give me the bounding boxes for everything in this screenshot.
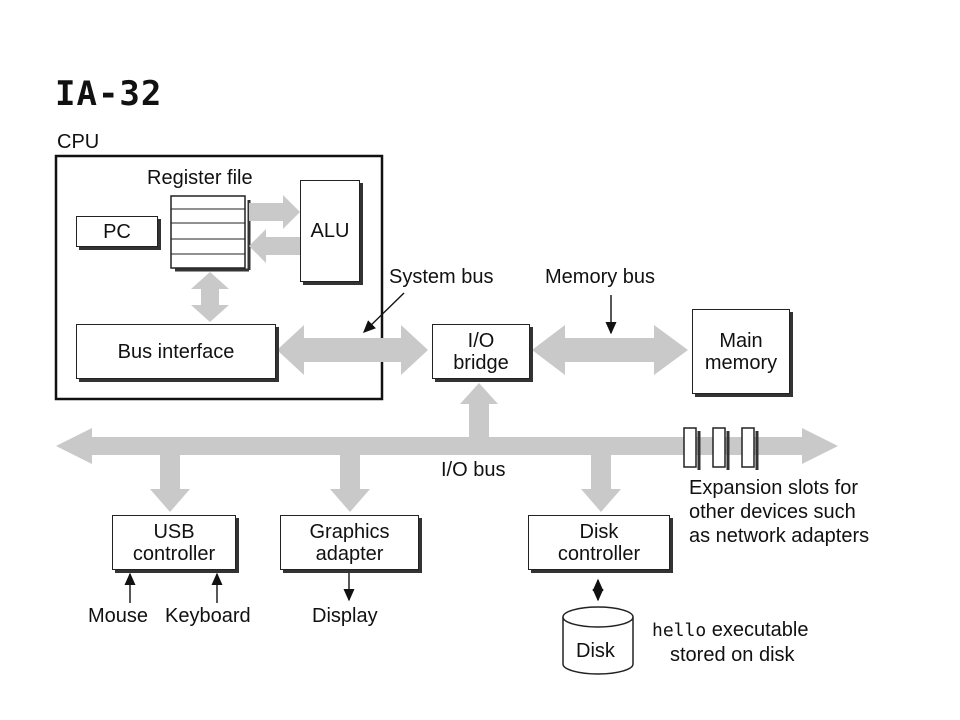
system-bus-label: System bus: [389, 266, 494, 288]
hello-note: hello executable stored on disk: [652, 618, 808, 667]
system-bus-arrow: [277, 325, 428, 375]
expansion-slots-label: Expansion slots for other devices such a…: [689, 476, 869, 548]
pc-box: PC: [76, 216, 158, 247]
usb-line1: USB: [153, 520, 195, 543]
disk-controller-line1: Disk: [579, 520, 619, 543]
hello-note-line2: stored on disk: [670, 644, 795, 666]
alu-label: ALU: [310, 220, 350, 242]
expansion-slot-icons: [683, 427, 755, 468]
usb-line2: controller: [132, 542, 216, 565]
graphics-down-arrow: [330, 453, 370, 512]
graphics-line1: Graphics: [309, 520, 390, 543]
hello-code: hello: [652, 620, 707, 641]
io-bus-label: I/O bus: [441, 459, 506, 481]
system-bus-pointer: [362, 292, 405, 333]
page-title: IA-32: [55, 74, 163, 114]
memory-bus-label: Memory bus: [545, 266, 656, 288]
usb-controller-box: USB controller: [112, 515, 236, 570]
bus-interface-box: Bus interface: [76, 324, 276, 379]
expansion-line3: as network adapters: [689, 525, 870, 547]
regfile-bus-interface-arrow: [191, 272, 229, 322]
disk-controller-down-arrow: [581, 453, 621, 512]
main-memory-line1: Main: [719, 329, 763, 352]
graphics-adapter-box: Graphics adapter: [280, 515, 419, 570]
main-memory-box: Main memory: [692, 309, 790, 394]
register-file-label: Register file: [147, 167, 253, 189]
disk-controller-line2: controller: [557, 542, 641, 565]
io-bus-arrow: [56, 428, 838, 464]
cpu-label: CPU: [57, 131, 100, 153]
io-bridge-line1: I/O: [467, 329, 495, 352]
memory-bus-arrow: [532, 325, 688, 375]
hello-note-rest: executable: [706, 619, 809, 641]
mouse-label: Mouse: [88, 605, 149, 627]
disk-controller-box: Disk controller: [528, 515, 670, 570]
disk-cylinder: [562, 606, 634, 675]
io-bridge-up-arrow: [460, 383, 498, 439]
regfile-to-alu-arrow: [249, 195, 300, 229]
expansion-line1: Expansion slots for: [689, 477, 858, 499]
alu-to-regfile-arrow: [249, 229, 300, 263]
io-bridge-line2: bridge: [453, 351, 509, 374]
main-memory-line2: memory: [704, 351, 778, 374]
pc-label: PC: [103, 220, 131, 243]
graphics-line2: adapter: [315, 542, 384, 565]
alu-box: ALU: [300, 180, 360, 282]
bus-interface-label: Bus interface: [117, 340, 235, 363]
expansion-line2: other devices such: [689, 501, 856, 523]
io-bridge-box: I/O bridge: [432, 324, 530, 379]
disk-label: Disk: [576, 640, 615, 662]
usb-down-arrow: [150, 453, 190, 512]
register-file-stack: [170, 195, 251, 272]
display-label: Display: [312, 605, 378, 627]
keyboard-label: Keyboard: [165, 605, 251, 627]
cpu-frame: [54, 154, 384, 401]
